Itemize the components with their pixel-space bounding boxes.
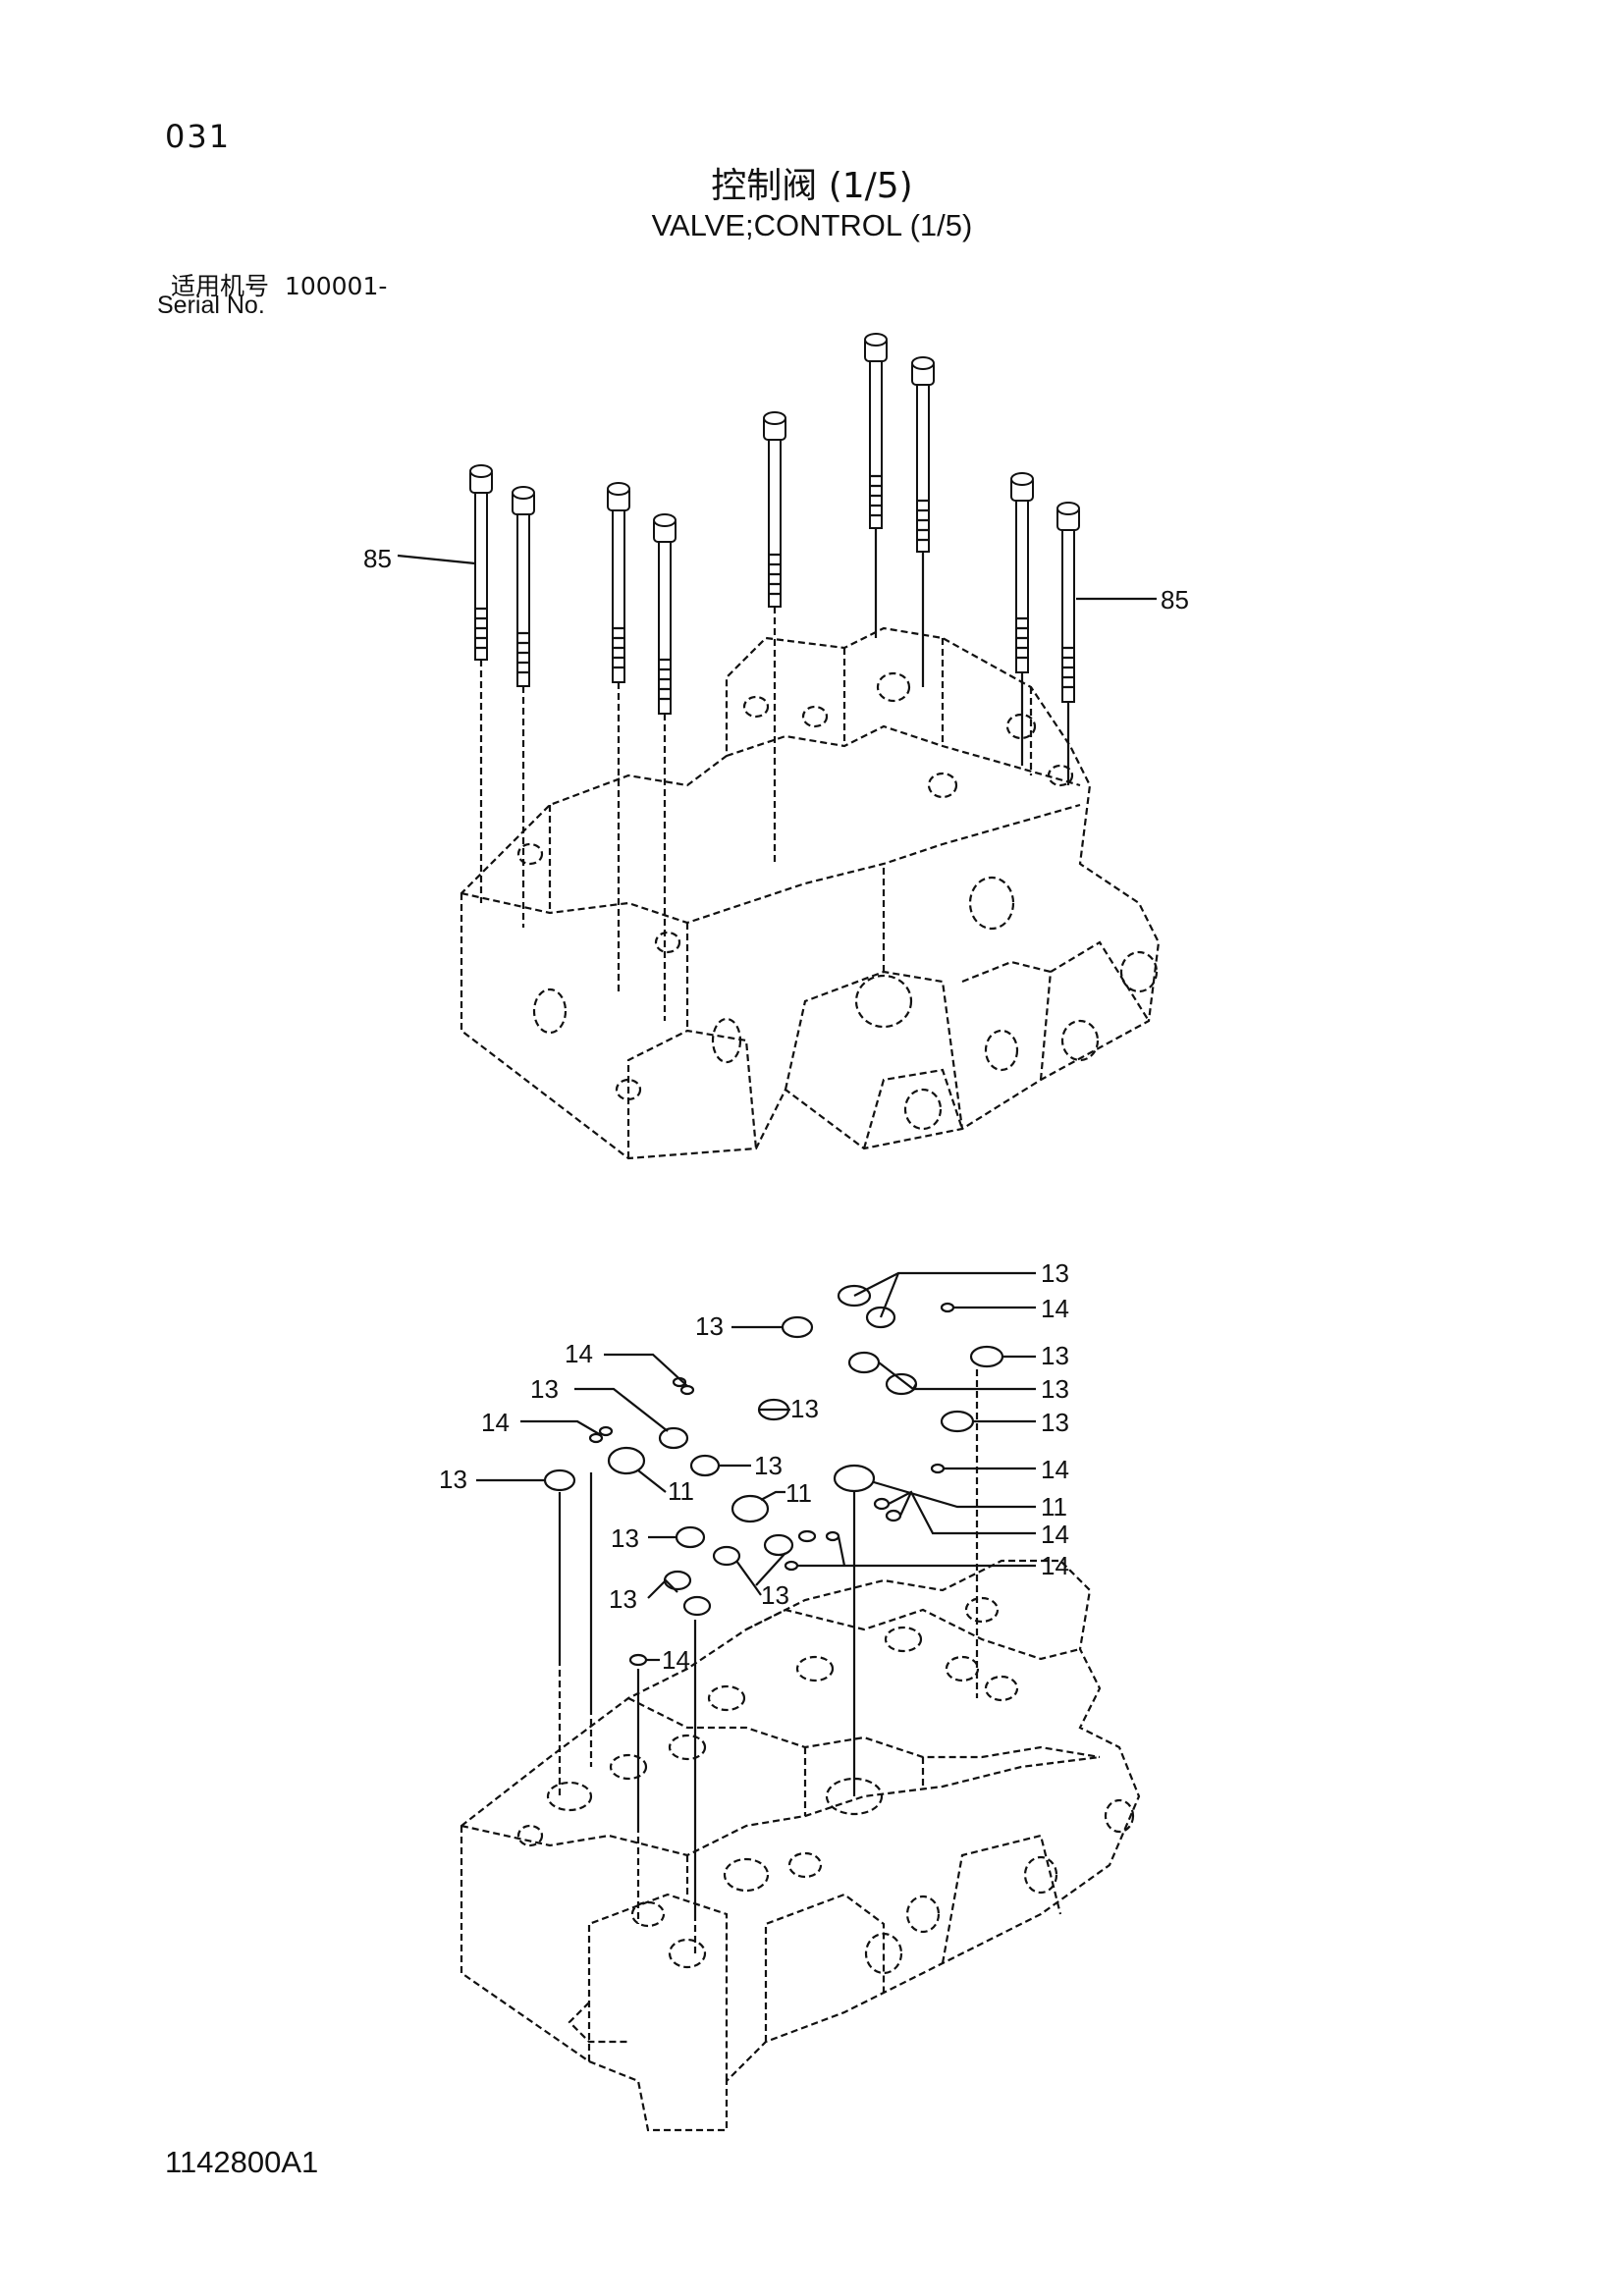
seal-13-m [712,1545,741,1567]
seal-13-e [885,1372,918,1396]
seal-14-k [784,1560,799,1572]
callout-11-2: 11 [1041,1492,1067,1522]
bolt-callouts: 85 85 [363,544,1189,614]
callout-13-9: 13 [439,1465,467,1494]
seal-14-f [930,1463,946,1474]
callout-85-right: 85 [1161,585,1189,614]
page-number: 031 [165,118,232,155]
serial-label-chinese: 适用机号 100001- [171,267,387,302]
seal-11-c [731,1494,770,1523]
seal-13-i [658,1426,689,1450]
callout-85-left: 85 [363,544,392,573]
callout-13-3: 13 [1041,1341,1069,1370]
seal-13-n [763,1533,794,1557]
seal-13-o [663,1570,692,1591]
seal-13-p [682,1595,712,1617]
callout-13-1: 13 [1041,1258,1069,1288]
bolt-1 [469,464,493,903]
page-title-english: VALVE;CONTROL (1/5) [651,208,973,242]
callout-14-5: 14 [1041,1520,1069,1549]
seal-14-g [873,1497,891,1511]
serial-label-cn-text: 适用机号 [171,272,270,300]
callout-11-3: 11 [785,1478,812,1508]
bolt-5 [763,411,786,864]
bolt-9 [1056,502,1080,785]
drawing-code: 1142800A1 [165,2145,319,2179]
seal-13-d [847,1351,881,1374]
seal-13-l [675,1525,706,1549]
seal-11-a [607,1446,646,1475]
callout-13-8: 13 [754,1451,783,1480]
bolt-3 [607,482,630,991]
bolt-7 [911,356,935,687]
bolts-group [469,333,1080,1021]
seal-14-a [940,1302,955,1313]
seal-14-e [598,1425,614,1437]
callout-13-10: 13 [611,1523,639,1553]
callout-14-7: 14 [662,1645,690,1675]
callout-13-12: 13 [609,1584,637,1614]
callout-14-4: 14 [1041,1455,1069,1484]
seal-14-d [588,1432,604,1444]
callout-14-3: 14 [481,1408,510,1437]
serial-range: 100001- [284,272,388,300]
callout-11-1: 11 [668,1476,694,1506]
callout-13-7: 13 [1041,1408,1069,1437]
callout-13-11: 13 [761,1580,789,1610]
bolt-8 [1010,472,1034,766]
seal-callouts: 13 14 13 13 14 13 13 13 13 14 13 14 13 1… [439,1258,1069,1675]
callout-14-6: 14 [1041,1551,1069,1580]
callout-14-1: 14 [1041,1294,1069,1323]
upper-valve-body [460,626,1161,1160]
seal-13-k [543,1468,576,1492]
lower-valve-body [460,1559,1141,2132]
bolt-4 [653,513,677,1021]
serial-label-english: Serial No. [157,292,265,319]
callout-13-2: 13 [695,1311,724,1341]
page-title-chinese: 控制阀 (1/5) [711,166,913,206]
seal-14-l [628,1653,648,1667]
seal-14-h [885,1509,902,1522]
seal-13-j [689,1454,721,1477]
seal-14-j [825,1530,840,1542]
seal-13-a [781,1315,814,1339]
seal-14-c [679,1384,695,1396]
seal-14-i [797,1529,817,1543]
callout-13-6: 13 [790,1394,819,1423]
callout-14-2: 14 [565,1339,593,1368]
seal-13-g [940,1410,975,1433]
seal-13-f [969,1345,1004,1368]
callout-13-5: 13 [530,1374,559,1404]
bolt-6 [864,333,888,638]
callout-13-4: 13 [1041,1374,1069,1404]
bolt-2 [512,486,535,928]
seal-11-b [833,1464,876,1493]
